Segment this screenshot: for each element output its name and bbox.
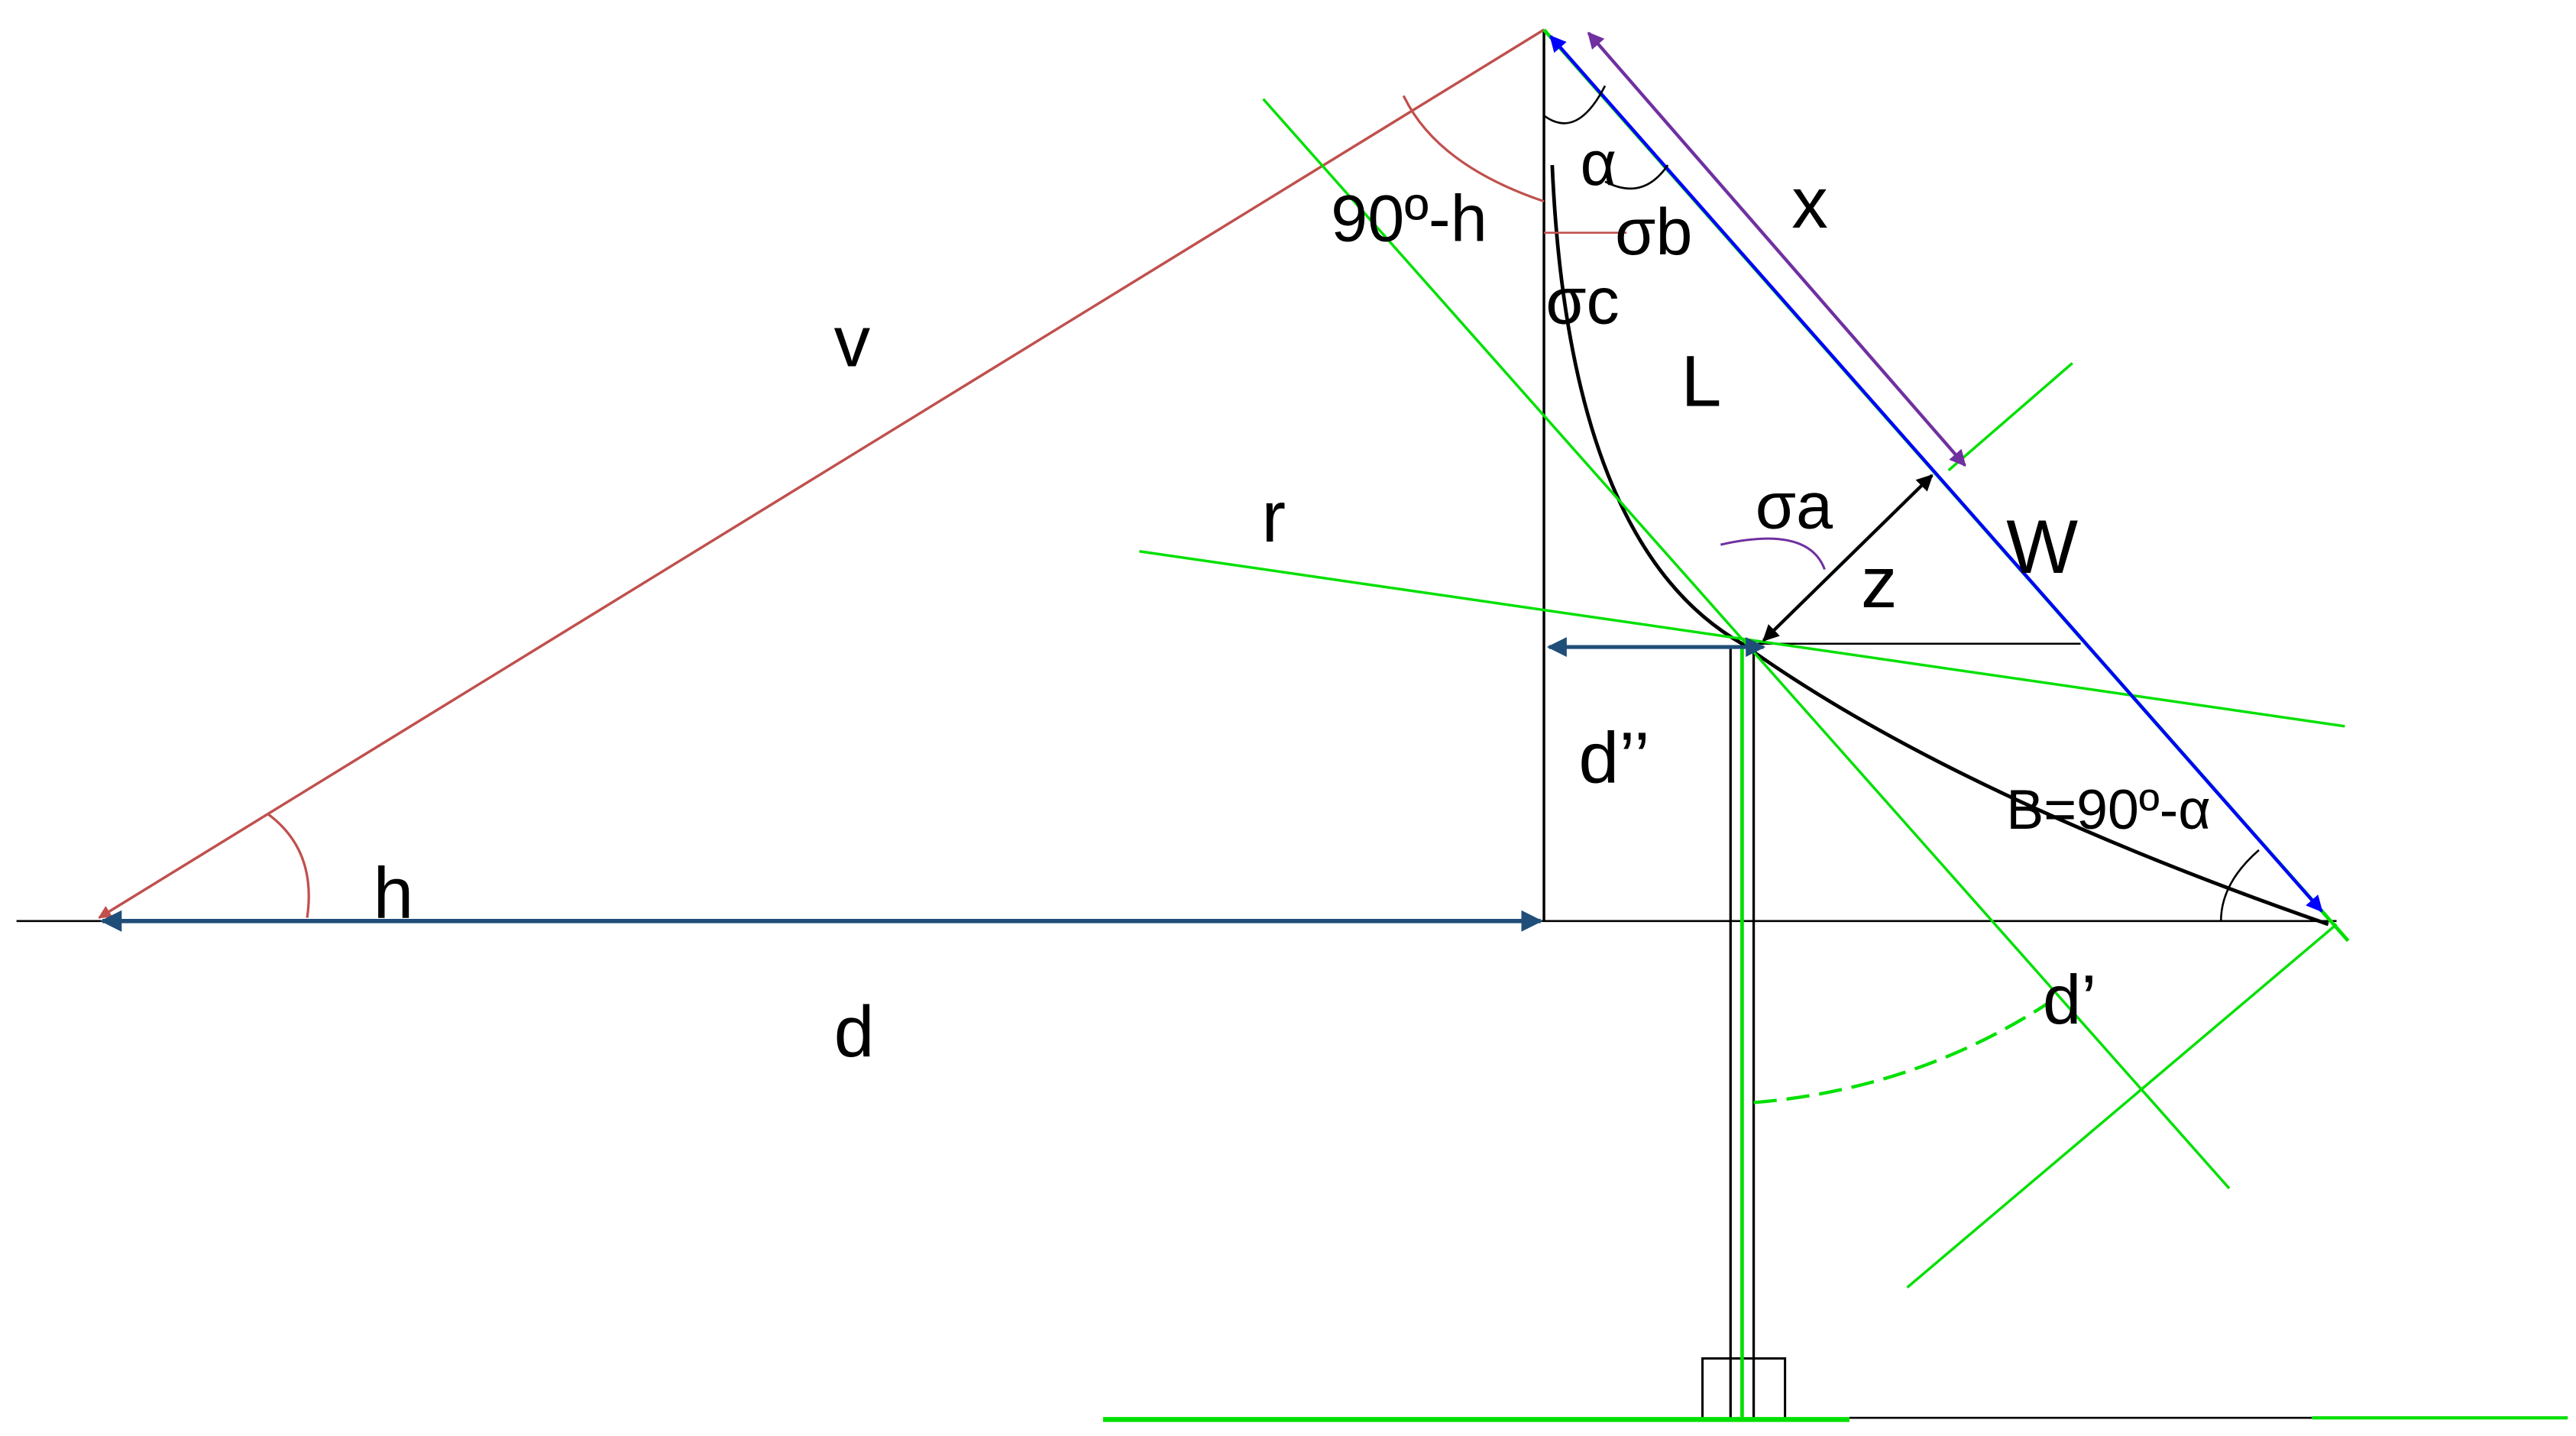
label-90-minus-h: 90º-h [1331,183,1487,256]
angle-alpha-arc [1543,85,1607,125]
label-sigma-c: σc [1545,265,1620,338]
angle-sigma-a-arc [1720,537,1826,571]
angle-h-arc [267,813,310,918]
green-lower-perp [1906,923,2338,1289]
green-upper-perp [1947,362,2073,472]
angle-90-h-arc [1402,95,1545,203]
label-z: z [1861,542,1898,623]
angle-beta-arc [2219,849,2260,921]
label-d-double-prime: d’’ [1578,717,1649,798]
arc-curve [1550,164,2329,927]
label-L: L [1681,341,1721,422]
label-h: h [374,852,414,933]
label-v: v [834,302,871,383]
label-beta: B=90º-α [2006,778,2210,841]
label-alpha: α [1581,129,1616,199]
green-d-prime-arc [1753,1002,2049,1104]
angle-sigma-b-arc [1604,164,1669,190]
label-W: W [2006,505,2078,590]
hypotenuse-v [98,28,1545,919]
label-x: x [1791,163,1828,244]
arrow-x [1587,31,1966,467]
arrow-z [1762,474,1934,642]
label-sigma-a: σa [1756,470,1833,543]
label-sigma-b: σb [1615,196,1692,269]
label-r: r [1261,477,1286,558]
label-d-prime: d’ [2043,962,2097,1039]
label-d: d [834,991,875,1072]
